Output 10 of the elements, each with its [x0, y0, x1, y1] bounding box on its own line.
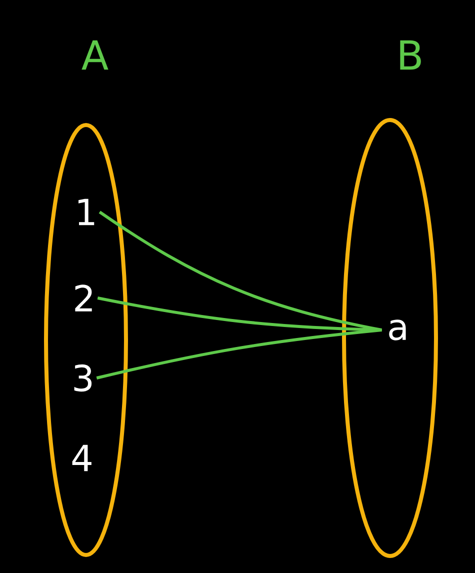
connector-line	[98, 210, 382, 332]
element-label: 1	[78, 198, 94, 226]
connector-line	[96, 328, 382, 380]
element-label: 2	[75, 284, 92, 312]
connector-line	[97, 296, 382, 332]
set-heading: B	[400, 40, 421, 70]
element-label: a	[389, 320, 406, 340]
element-label: 3	[74, 364, 92, 392]
element-label: 4	[72, 444, 92, 472]
set-heading: A	[82, 40, 108, 70]
